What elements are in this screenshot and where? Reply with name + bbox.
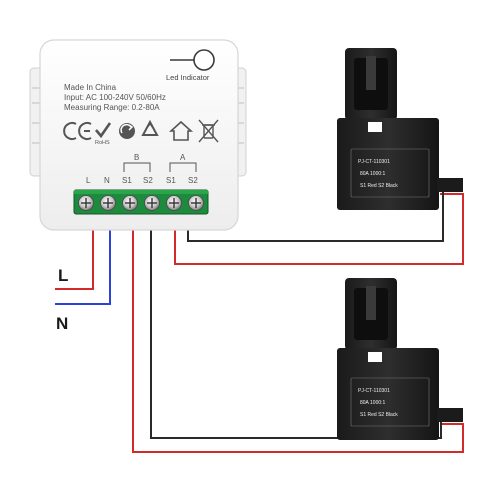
ct-bottom-model: PJ-CT-110301 — [358, 388, 390, 394]
terminal-screw-b-s2[interactable] — [144, 195, 160, 211]
check-mark-icon — [95, 122, 112, 139]
live-wire — [55, 212, 94, 290]
led-indicator-light — [193, 49, 215, 71]
made-in-text: Made In China — [64, 83, 117, 92]
mains-live-label: L — [58, 266, 68, 285]
mains-neutral-label: N — [56, 314, 68, 333]
terminal-screw-n[interactable] — [100, 195, 116, 211]
recycle-triangle-icon — [141, 119, 159, 136]
terminal-label-l: L — [86, 176, 91, 185]
ct-bottom-label-plate — [350, 377, 430, 427]
led-indicator-label: Led Indicator — [166, 73, 210, 82]
terminal-screw-b-s1[interactable] — [122, 195, 138, 211]
terminal-screw-a-s1[interactable] — [166, 195, 182, 211]
certification-icons: RoHS — [63, 119, 219, 146]
ce-mark-icon — [63, 122, 92, 140]
recycle-arrow-icon — [119, 123, 135, 139]
terminal-screw-l[interactable] — [78, 195, 94, 211]
terminal-block — [73, 189, 209, 215]
measuring-range-text: Measuring Range: 0.2-80A — [64, 103, 160, 112]
ct-top-leads: S1 Red S2 Black — [360, 183, 398, 189]
ct-bottom-red-lead — [132, 212, 464, 453]
current-transformer-top: PJ-CT-110301 80A 1000:1 S1 Red S2 Black — [337, 48, 463, 210]
ct-top-model: PJ-CT-110301 — [358, 159, 390, 165]
channel-b-label: B — [134, 153, 139, 162]
terminal-label-b-s1: S1 — [122, 176, 132, 185]
terminal-label-a-s2: S2 — [188, 176, 198, 185]
terminal-label-n: N — [104, 176, 110, 185]
ct-bottom-leads: S1 Red S2 Black — [360, 412, 398, 418]
ct-top-red-lead — [174, 193, 464, 265]
house-icon — [168, 120, 194, 141]
rohs-label: RoHS — [95, 140, 110, 146]
terminal-label-b-s2: S2 — [143, 176, 153, 185]
terminal-screw-a-s2[interactable] — [188, 195, 204, 211]
led-indicator: Led Indicator — [166, 49, 215, 82]
neutral-wire — [55, 212, 111, 305]
input-spec-text: Input: AC 100-240V 50/60Hz — [64, 93, 166, 102]
ct-top-label-plate — [350, 148, 430, 198]
ct-bottom-rating: 80A 1000:1 — [360, 400, 386, 406]
current-transformer-bottom: PJ-CT-110301 80A 1000:1 S1 Red S2 Black — [337, 278, 463, 440]
channel-a-label: A — [180, 153, 186, 162]
ct-top-rating: 80A 1000:1 — [360, 171, 386, 177]
channel-brackets — [123, 162, 197, 172]
energy-meter-module: Led Indicator Made In China Input: AC 10… — [29, 39, 247, 231]
weee-bin-icon — [198, 119, 219, 143]
terminal-label-a-s1: S1 — [166, 176, 176, 185]
